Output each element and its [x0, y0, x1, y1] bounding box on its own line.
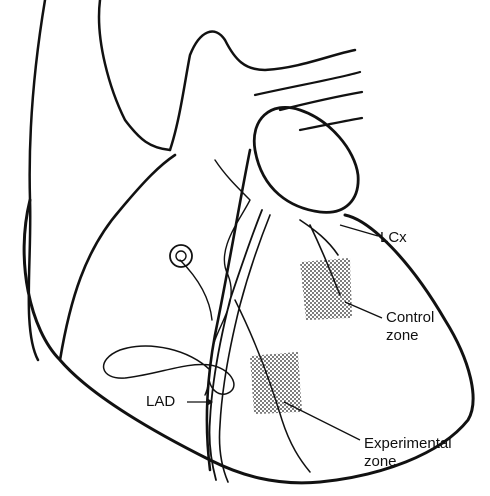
sensor-ring-outer: [170, 245, 192, 267]
lad-label: LAD: [146, 393, 175, 411]
superior-vessel-outline: [170, 32, 355, 150]
experimental-zone-label-line2: zone: [364, 453, 397, 471]
left-atrial-appendage: [254, 107, 358, 212]
control-zone-label-line1: Control: [386, 309, 434, 327]
control-zone-label-line2: zone: [386, 327, 419, 345]
experimental-zone-area: [250, 352, 302, 414]
experimental-leader: [284, 402, 360, 440]
pulmonary-trunk-outline: [99, 0, 170, 150]
lcx-label: LCx: [380, 229, 407, 247]
pulmonary-vessel-a: [255, 72, 362, 130]
sensor-lead: [180, 260, 212, 320]
figure-eight-loop: [104, 346, 234, 394]
sensor-ring-inner: [176, 251, 186, 261]
lad-vessel: [209, 210, 262, 480]
control-zone-area: [300, 258, 352, 320]
heart-left-wall: [60, 155, 175, 360]
experimental-zone-label-line1: Experimental: [364, 435, 452, 453]
